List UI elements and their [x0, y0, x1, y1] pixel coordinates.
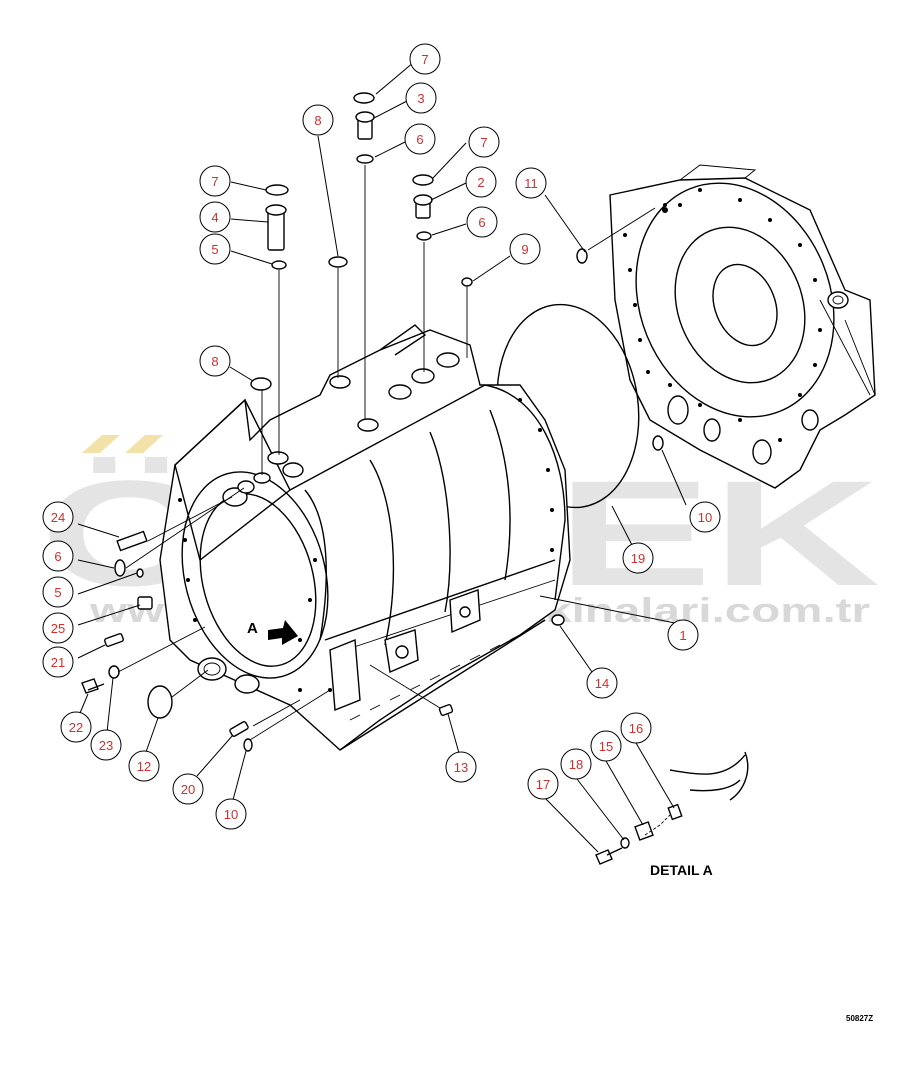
- callout-14: 14: [586, 667, 618, 699]
- callout-5: 5: [42, 576, 74, 608]
- callout-label: 5: [54, 585, 61, 600]
- callout-label: 16: [629, 721, 643, 736]
- callout-label: 7: [480, 135, 487, 150]
- callout-19: 19: [622, 542, 654, 574]
- callout-label: 11: [524, 176, 538, 191]
- callout-21: 21: [42, 646, 74, 678]
- callout-label: 23: [99, 738, 113, 753]
- callout-6: 6: [42, 540, 74, 572]
- callout-label: 13: [454, 760, 468, 775]
- callout-15: 15: [590, 730, 622, 762]
- callout-7: 7: [199, 165, 231, 197]
- callout-20: 20: [172, 773, 204, 805]
- detail-a: [595, 751, 749, 865]
- callout-label: 24: [51, 510, 65, 525]
- callout-label: 18: [569, 757, 583, 772]
- callout-label: 2: [477, 175, 484, 190]
- callout-label: 19: [631, 551, 645, 566]
- callout-label: 1: [679, 628, 686, 643]
- leader-lines: [77, 61, 687, 853]
- callout-6: 6: [466, 206, 498, 238]
- callout-5: 5: [199, 233, 231, 265]
- callout-18: 18: [560, 748, 592, 780]
- callout-label: 15: [599, 739, 613, 754]
- callout-16: 16: [620, 712, 652, 744]
- callout-2: 2: [465, 166, 497, 198]
- callout-10: 10: [689, 501, 721, 533]
- callout-3: 3: [405, 82, 437, 114]
- callout-1: 1: [667, 619, 699, 651]
- callout-label: 7: [211, 174, 218, 189]
- callout-17: 17: [527, 768, 559, 800]
- callout-label: 20: [181, 782, 195, 797]
- callout-7: 7: [409, 43, 441, 75]
- callout-label: 7: [421, 52, 428, 67]
- view-marker-label: A: [247, 620, 258, 637]
- bell-housing: [609, 164, 876, 489]
- callout-label: 14: [595, 676, 609, 691]
- callouts: 7 3 6 8 7 2 6 7 4 5 9 11 8 10 19 24 6 5 …: [42, 43, 721, 830]
- callout-label: 5: [211, 242, 218, 257]
- callout-label: 8: [211, 354, 218, 369]
- callout-13: 13: [445, 751, 477, 783]
- transmission-housing: [159, 324, 571, 751]
- callout-24: 24: [42, 501, 74, 533]
- view-arrow-a: A: [247, 620, 298, 645]
- callout-label: 17: [536, 777, 550, 792]
- callout-4: 4: [199, 201, 231, 233]
- callout-label: 25: [51, 621, 65, 636]
- callout-6: 6: [404, 123, 436, 155]
- callout-label: 10: [698, 510, 712, 525]
- callout-label: 21: [51, 655, 65, 670]
- callout-label: 6: [478, 215, 485, 230]
- callout-label: 4: [211, 210, 218, 225]
- callout-8: 8: [302, 104, 334, 136]
- callout-label: 9: [521, 242, 528, 257]
- callout-23: 23: [90, 729, 122, 761]
- callout-25: 25: [42, 612, 74, 644]
- callout-label: 22: [69, 720, 83, 735]
- figure-id: 50827Z: [846, 1014, 874, 1023]
- callout-10: 10: [215, 798, 247, 830]
- callout-8: 8: [199, 345, 231, 377]
- callout-label: 6: [416, 132, 423, 147]
- callout-label: 6: [54, 549, 61, 564]
- small-parts: [81, 92, 664, 752]
- callout-11: 11: [515, 167, 547, 199]
- callout-label: 8: [314, 113, 321, 128]
- callout-label: 3: [417, 91, 424, 106]
- callout-7: 7: [468, 126, 500, 158]
- callout-label: 10: [224, 807, 238, 822]
- callout-label: 12: [137, 759, 151, 774]
- detail-a-label: DETAIL A: [650, 862, 713, 878]
- callout-22: 22: [60, 711, 92, 743]
- callout-9: 9: [509, 233, 541, 265]
- callout-12: 12: [128, 750, 160, 782]
